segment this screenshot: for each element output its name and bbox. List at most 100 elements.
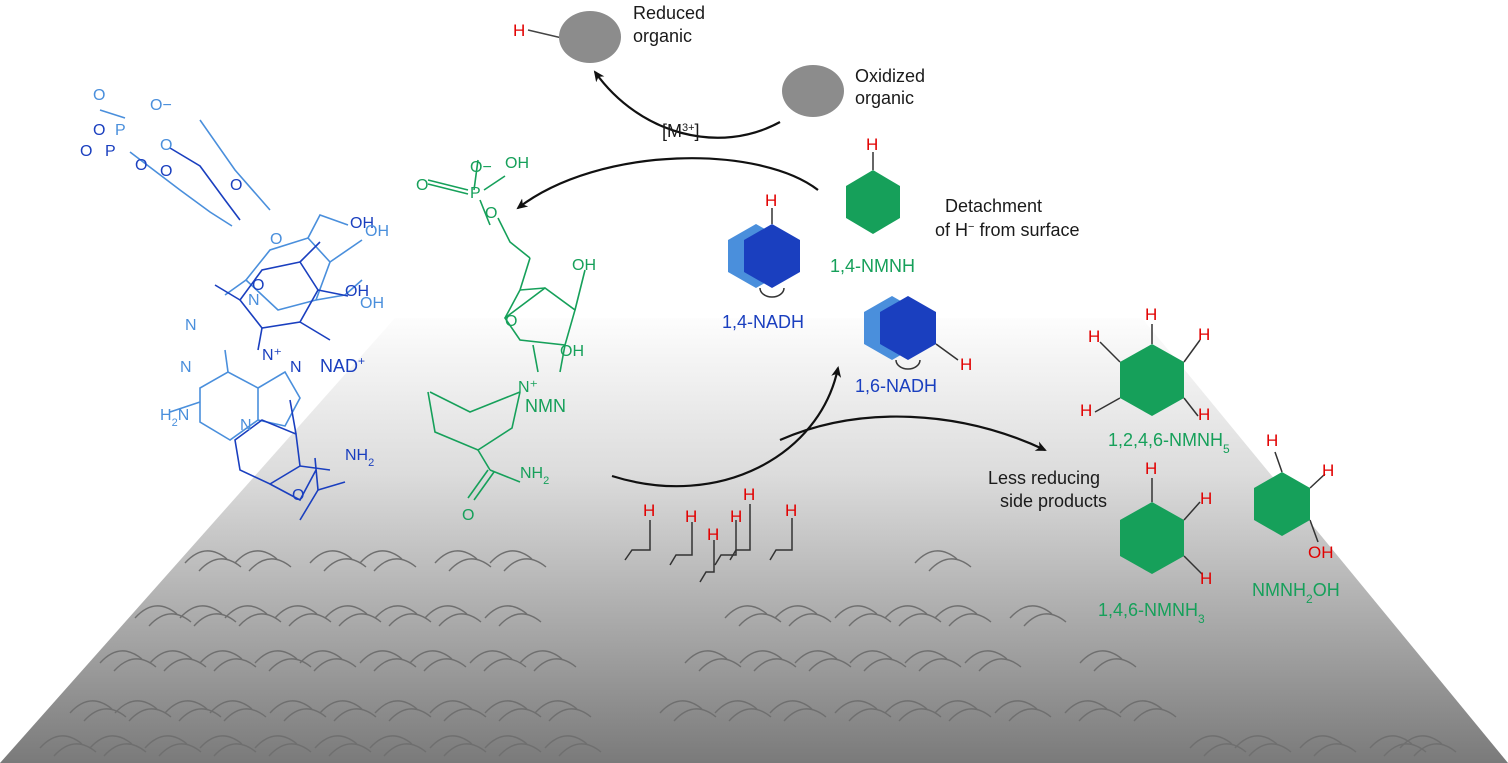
svg-text:O: O xyxy=(270,231,282,248)
surface-bump xyxy=(898,613,942,627)
svg-text:H: H xyxy=(785,501,797,520)
svg-text:N: N xyxy=(290,359,302,376)
surface-bump xyxy=(388,708,432,722)
surface-bump xyxy=(948,613,992,627)
surface-bump xyxy=(739,650,783,664)
surface-bump xyxy=(934,605,978,619)
nmnh2oh-label: NMNH2OH xyxy=(1252,580,1340,606)
surface-bump xyxy=(498,743,542,757)
surface-bump xyxy=(533,658,577,672)
surface-bump xyxy=(184,550,228,564)
surface-bump xyxy=(199,650,243,664)
nmnh-14-label: 1,4-NMNH xyxy=(830,256,915,276)
svg-text:O: O xyxy=(505,313,517,330)
nmnh5-structure: H H H H H xyxy=(1080,305,1210,424)
surface-bump xyxy=(424,605,468,619)
surface-bump xyxy=(724,605,768,619)
svg-text:O: O xyxy=(292,487,304,504)
surface-bump xyxy=(503,558,547,572)
surface-bump xyxy=(224,605,268,619)
svg-text:OH: OH xyxy=(560,343,584,360)
surface-bump xyxy=(534,700,578,714)
surface-bump xyxy=(234,550,278,564)
surface-bump xyxy=(848,613,892,627)
surface-bump xyxy=(429,700,473,714)
surface-bump xyxy=(324,605,368,619)
surface-bump xyxy=(484,605,528,619)
surface-bump xyxy=(89,735,133,749)
surface-bump xyxy=(314,735,358,749)
nmnh3-label: 1,4,6-NMNH3 xyxy=(1098,600,1205,626)
surface-bump xyxy=(994,700,1038,714)
detachment-label-1: Detachment xyxy=(945,196,1042,216)
nmn-label: NMN xyxy=(525,396,566,416)
surface-bump xyxy=(144,735,188,749)
surface-bump xyxy=(39,735,83,749)
svg-text:N: N xyxy=(185,317,197,334)
surface-bump xyxy=(714,700,758,714)
svg-text:H2N: H2N xyxy=(160,407,189,429)
surface-bump xyxy=(438,613,482,627)
surface-bump xyxy=(238,613,282,627)
svg-text:O: O xyxy=(160,163,172,180)
surface-bump xyxy=(134,605,178,619)
svg-text:O: O xyxy=(485,205,497,222)
surface-bump xyxy=(374,700,418,714)
surface-bump xyxy=(148,613,192,627)
surface-bump xyxy=(1093,658,1137,672)
surface-bump xyxy=(978,658,1022,672)
surface-bump xyxy=(1399,735,1443,749)
svg-text:H: H xyxy=(1088,327,1100,346)
surface-bump xyxy=(834,605,878,619)
surface-bump xyxy=(333,708,377,722)
surface-bump xyxy=(388,613,432,627)
surface-bump xyxy=(248,558,292,572)
oxidized-organic-label-2: organic xyxy=(855,88,914,108)
svg-text:H: H xyxy=(1200,569,1212,588)
nmnh2oh-structure: H H OH xyxy=(1254,431,1334,562)
surface-bump xyxy=(53,743,97,757)
surface-bump xyxy=(359,650,403,664)
svg-text:O: O xyxy=(93,87,105,104)
svg-text:H: H xyxy=(743,485,755,504)
surface-bump xyxy=(884,605,928,619)
svg-text:H: H xyxy=(685,507,697,526)
nmn-atoms: O− OH P O O O OH OH N⁺ NH2 O xyxy=(416,155,596,524)
svg-text:O: O xyxy=(80,143,92,160)
svg-text:O: O xyxy=(462,507,474,524)
svg-text:H: H xyxy=(960,355,972,374)
surface-bump xyxy=(383,743,427,757)
surface-bump xyxy=(1248,743,1292,757)
surface-bump xyxy=(213,658,257,672)
surface-bump xyxy=(904,650,948,664)
svg-text:H: H xyxy=(730,507,742,526)
surface-bump xyxy=(323,558,367,572)
surface-bump xyxy=(918,658,962,672)
svg-text:H: H xyxy=(1200,489,1212,508)
surface-bump xyxy=(359,550,403,564)
surface-bump xyxy=(443,708,487,722)
surface-bump xyxy=(149,650,193,664)
svg-text:O: O xyxy=(135,157,147,174)
surface-bump xyxy=(193,613,237,627)
surface-bump xyxy=(898,708,942,722)
surface-bump xyxy=(448,558,492,572)
svg-text:OH: OH xyxy=(1308,543,1334,562)
surface-bump xyxy=(788,613,832,627)
reduced-organic-label-2: organic xyxy=(633,26,692,46)
surface-bump xyxy=(269,700,313,714)
surface-bump xyxy=(113,658,157,672)
surface-bump xyxy=(1064,700,1108,714)
arrow-to-side-products xyxy=(779,415,1047,451)
svg-text:H: H xyxy=(1198,405,1210,424)
svg-text:H: H xyxy=(707,525,719,544)
surface-bump xyxy=(328,743,372,757)
surface-bump xyxy=(198,558,242,572)
surface-bump xyxy=(268,743,312,757)
svg-text:N⁺: N⁺ xyxy=(518,379,538,396)
arrow-to-reduced-organic xyxy=(593,70,781,139)
surface-texture xyxy=(39,550,1457,757)
surface-bump xyxy=(1079,650,1123,664)
reduced-organic-label-1: Reduced xyxy=(633,3,705,23)
